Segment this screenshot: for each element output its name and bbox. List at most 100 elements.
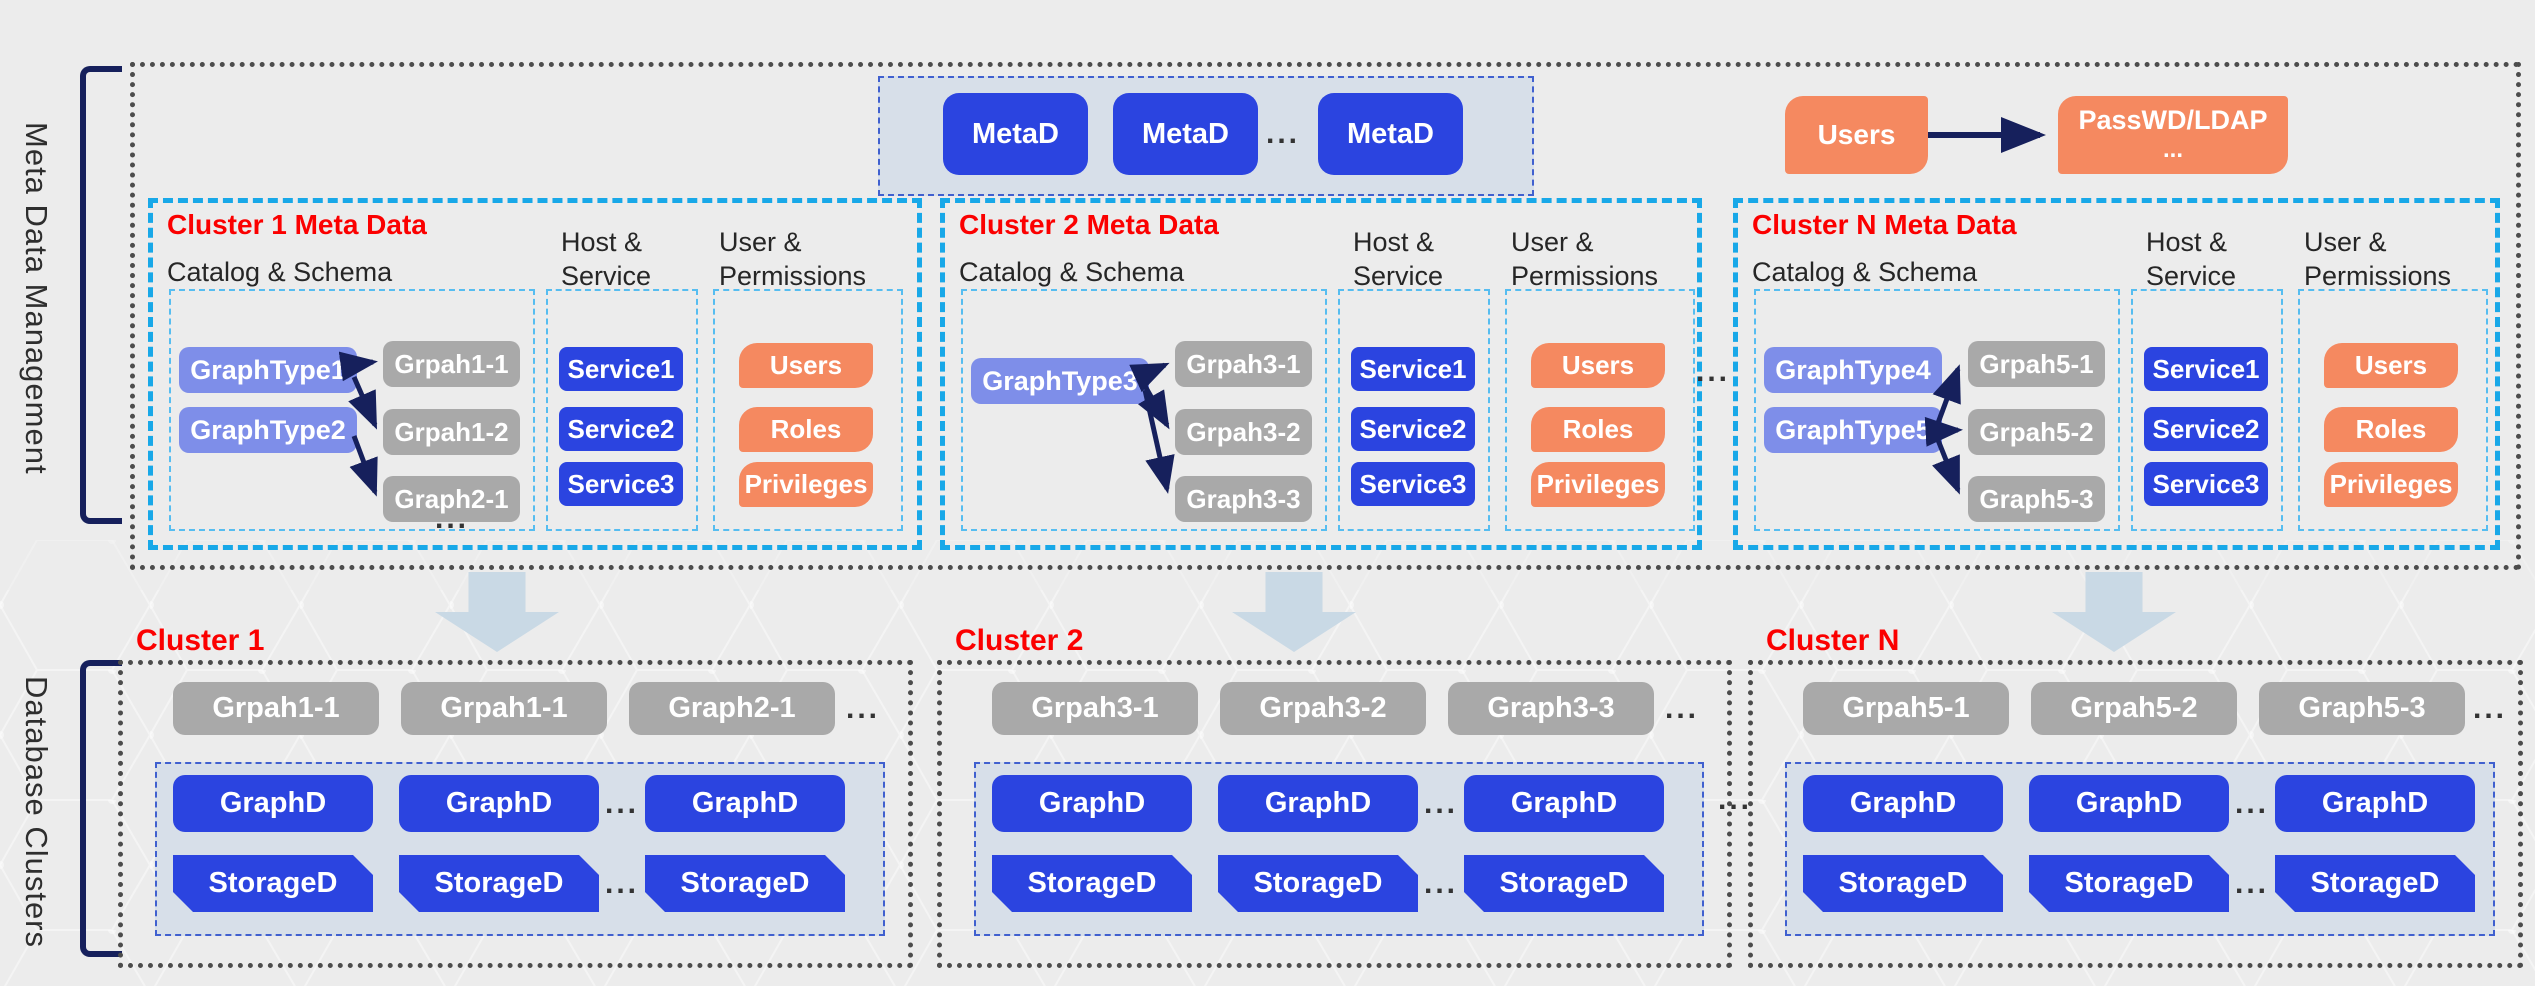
graph-box: Grpah3-1 bbox=[1175, 341, 1312, 387]
storaged-box: StorageD bbox=[1464, 855, 1664, 912]
service-box: Service2 bbox=[2144, 407, 2268, 451]
meta-cluster-title: Cluster 2 Meta Data bbox=[959, 209, 1219, 240]
graph-box: Grpah5-2 bbox=[1968, 409, 2105, 455]
storaged-box: StorageD bbox=[2275, 855, 2475, 912]
host-label-line1: Host & bbox=[561, 227, 643, 257]
db-cluster-title: Cluster 2 bbox=[955, 624, 1084, 657]
user-permissions-panel bbox=[1505, 289, 1695, 531]
service-box: Service1 bbox=[1351, 347, 1475, 391]
graph-box: Grpah1-1 bbox=[401, 682, 607, 735]
graphd-box: GraphD bbox=[1803, 775, 2003, 832]
storaged-box: StorageD bbox=[1218, 855, 1418, 912]
database-clusters-side-label: Database Clusters bbox=[19, 676, 54, 949]
graphd-box: GraphD bbox=[2275, 775, 2475, 832]
db-cluster-title: Cluster 1 bbox=[136, 624, 265, 657]
user-label-line1: User & bbox=[719, 227, 802, 257]
meta-cluster-title: Cluster N Meta Data bbox=[1752, 209, 2017, 240]
catalog-schema-label: Catalog & Schema bbox=[1752, 257, 1978, 287]
graphd-box: GraphD bbox=[2029, 775, 2229, 832]
storaged-box: StorageD bbox=[645, 855, 845, 912]
permission-box: Privileges bbox=[2324, 462, 2458, 507]
service-box: Service1 bbox=[559, 347, 683, 391]
permission-box: Roles bbox=[1531, 407, 1665, 452]
meta-between-ellipsis: ... bbox=[1695, 355, 1731, 388]
host-label-line2: Service bbox=[561, 261, 652, 291]
host-service-panel bbox=[1338, 289, 1490, 531]
host-service-panel bbox=[546, 289, 698, 531]
graph-type-box: GraphType5 bbox=[1764, 407, 1942, 453]
users-auth-box: Users bbox=[1785, 96, 1928, 174]
db-cluster-1: Grpah1-1 Grpah1-1 Graph2-1 ... GraphD Gr… bbox=[118, 660, 913, 968]
service-box: Service2 bbox=[1351, 407, 1475, 451]
graphd-box: GraphD bbox=[992, 775, 1192, 832]
graph-box: Grpah3-2 bbox=[1175, 409, 1312, 455]
graph-box: Graph5-3 bbox=[2259, 682, 2465, 735]
graph-box: Graph3-3 bbox=[1175, 476, 1312, 522]
catalog-schema-label: Catalog & Schema bbox=[167, 257, 393, 287]
down-arrow-icon bbox=[2052, 572, 2176, 652]
graph-type-box: GraphType3 bbox=[971, 358, 1149, 404]
user-label-line1: User & bbox=[2304, 227, 2387, 257]
service-box: Service1 bbox=[2144, 347, 2268, 391]
service-box: Service2 bbox=[559, 407, 683, 451]
service-box: Service3 bbox=[559, 462, 683, 506]
service-box: Service3 bbox=[2144, 462, 2268, 506]
user-permissions-label: User & Permissions bbox=[1511, 225, 1658, 293]
permission-box: Privileges bbox=[739, 462, 873, 507]
storaged-box: StorageD bbox=[399, 855, 599, 912]
metad-node: MetaD bbox=[1113, 93, 1258, 175]
graphd-ellipsis: ... bbox=[2234, 787, 2270, 820]
graph-box: Grpah3-1 bbox=[992, 682, 1198, 735]
graphd-box: GraphD bbox=[173, 775, 373, 832]
host-label-line2: Service bbox=[1353, 261, 1444, 291]
metad-ellipsis: ... bbox=[1265, 117, 1301, 150]
user-label-line2: Permissions bbox=[2304, 261, 2452, 291]
storaged-ellipsis: ... bbox=[2234, 867, 2270, 900]
graph-box: Graph3-3 bbox=[1448, 682, 1654, 735]
user-permissions-label: User & Permissions bbox=[719, 225, 866, 293]
metad-node: MetaD bbox=[943, 93, 1088, 175]
meta-cluster-title: Cluster 1 Meta Data bbox=[167, 209, 427, 240]
meta-cluster-n: Cluster N Meta Data Catalog & Schema Gra… bbox=[1733, 198, 2500, 550]
storaged-ellipsis: ... bbox=[1423, 867, 1459, 900]
user-permissions-label: User & Permissions bbox=[2304, 225, 2451, 293]
graph-box: Grpah5-2 bbox=[2031, 682, 2237, 735]
graphs-ellipsis: ... bbox=[845, 692, 881, 725]
passwd-ldap-label: PassWD/LDAP bbox=[2078, 105, 2268, 135]
permission-box: Users bbox=[739, 343, 873, 388]
permission-box: Privileges bbox=[1531, 462, 1665, 507]
meta-cluster-2: Cluster 2 Meta Data Catalog & Schema Gra… bbox=[940, 198, 1702, 550]
graphd-box: GraphD bbox=[399, 775, 599, 832]
graph-box: Grpah5-1 bbox=[1803, 682, 2009, 735]
host-label-line2: Service bbox=[2146, 261, 2237, 291]
graphd-box: GraphD bbox=[645, 775, 845, 832]
graphs-ellipsis: ... bbox=[2472, 692, 2508, 725]
passwd-ldap-box: PassWD/LDAP ... bbox=[2058, 96, 2288, 174]
db-between-ellipsis: ... bbox=[1717, 783, 1753, 816]
db-cluster-n: Grpah5-1 Grpah5-2 Graph5-3 ... GraphD Gr… bbox=[1748, 660, 2523, 968]
graph-box: Grpah3-2 bbox=[1220, 682, 1426, 735]
permission-box: Roles bbox=[2324, 407, 2458, 452]
graph-box: Grpah1-2 bbox=[383, 409, 520, 455]
storaged-box: StorageD bbox=[173, 855, 373, 912]
graph-box: Graph2-1 bbox=[383, 476, 520, 522]
graph-box: Grpah1-1 bbox=[173, 682, 379, 735]
meta-management-container bbox=[130, 62, 2521, 570]
catalog-schema-label: Catalog & Schema bbox=[959, 257, 1185, 287]
graph-box: Grpah5-1 bbox=[1968, 341, 2105, 387]
graph-box: Grpah1-1 bbox=[383, 341, 520, 387]
storaged-box: StorageD bbox=[2029, 855, 2229, 912]
host-service-label: Host & Service bbox=[561, 225, 651, 293]
db-cluster-2: Grpah3-1 Grpah3-2 Graph3-3 ... GraphD Gr… bbox=[937, 660, 1732, 968]
down-arrow-icon bbox=[435, 572, 559, 652]
graphd-box: GraphD bbox=[1218, 775, 1418, 832]
catalog-panel bbox=[1754, 289, 2120, 531]
users-to-passwd-arrow bbox=[1928, 117, 2046, 153]
passwd-ldap-ellipsis: ... bbox=[2162, 136, 2183, 163]
service-box: Service3 bbox=[1351, 462, 1475, 506]
permission-box: Roles bbox=[739, 407, 873, 452]
user-permissions-panel bbox=[713, 289, 903, 531]
metad-node: MetaD bbox=[1318, 93, 1463, 175]
graphd-ellipsis: ... bbox=[604, 787, 640, 820]
